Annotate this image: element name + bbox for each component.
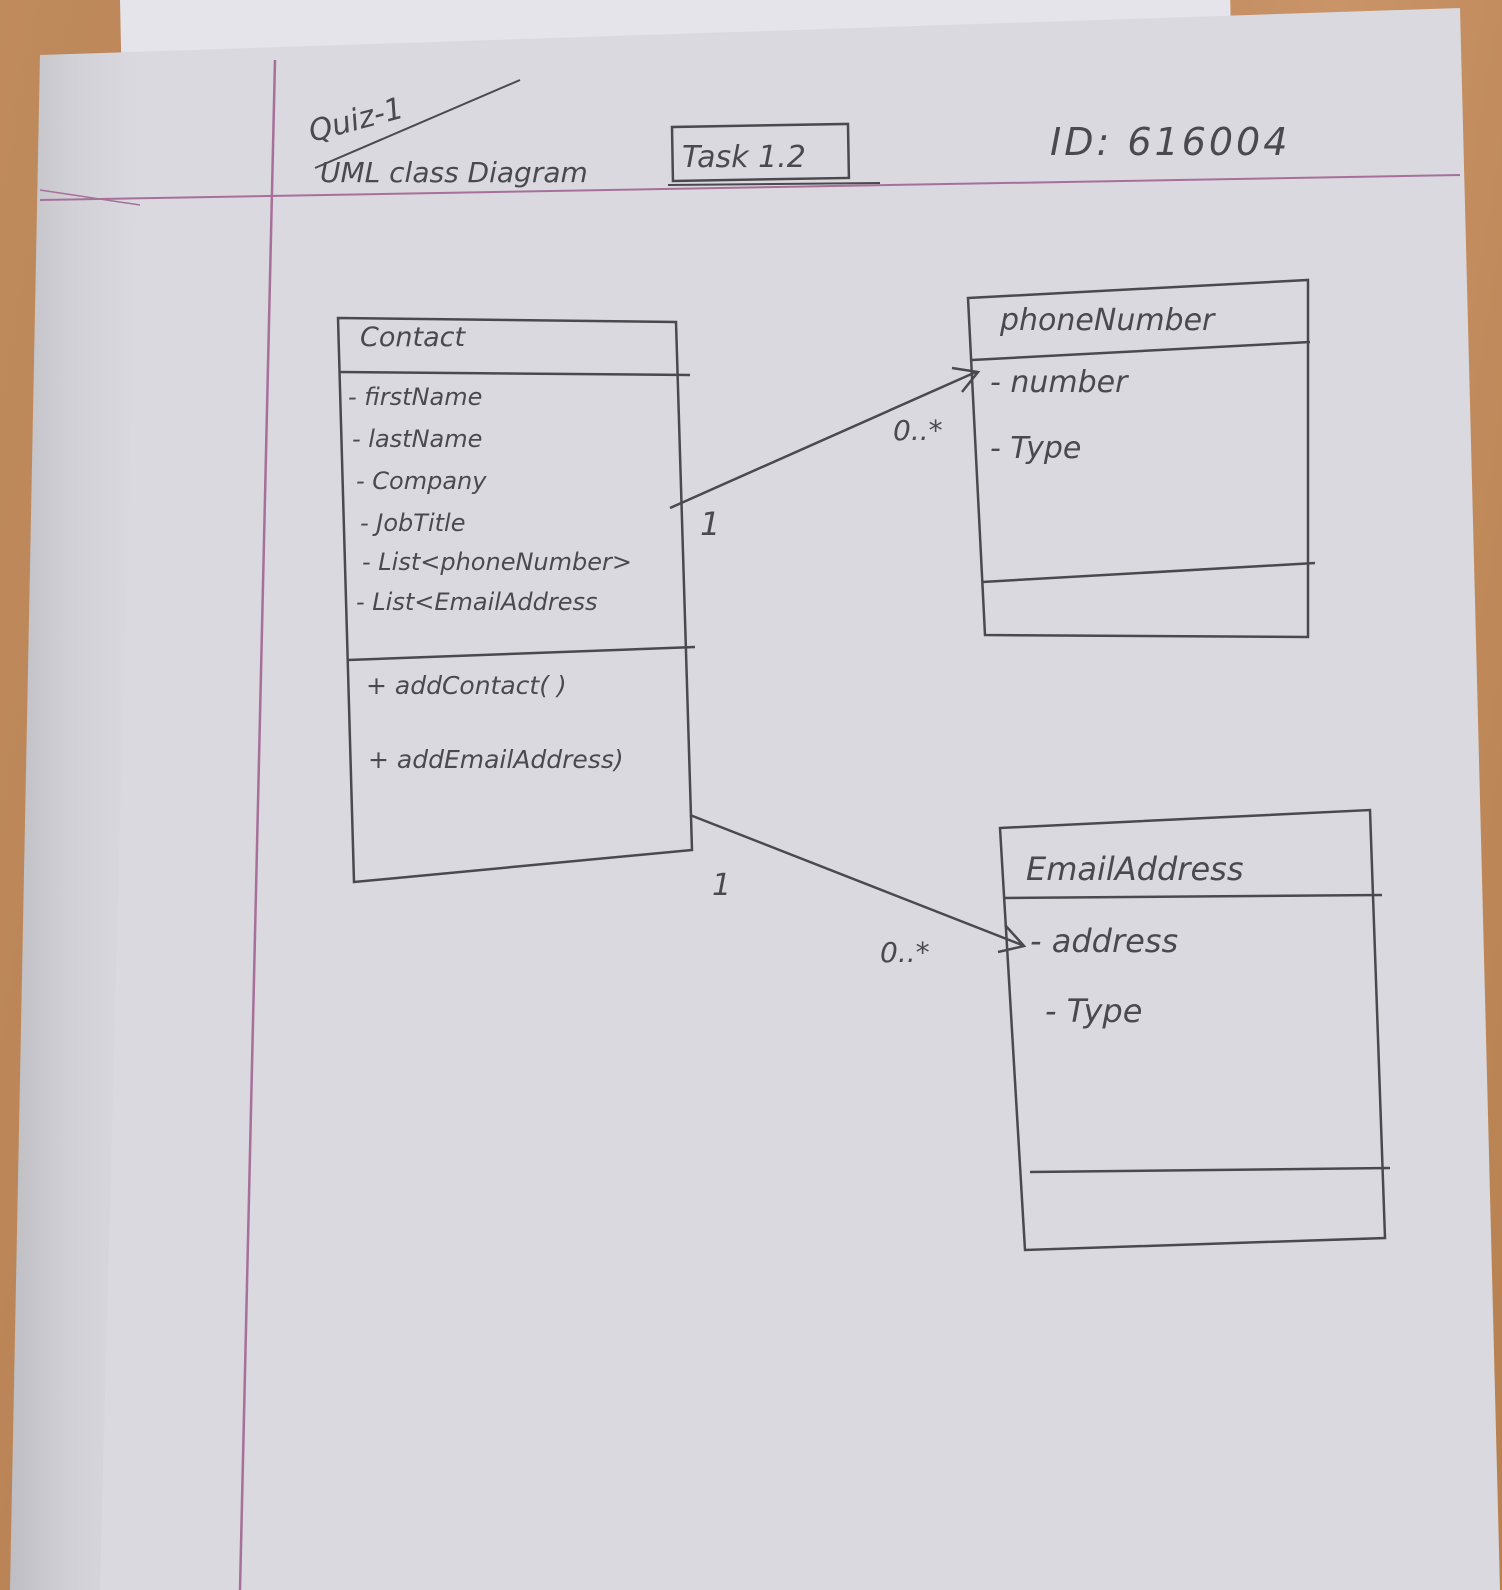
association-line: [689, 813, 1023, 947]
contact-attribute: - firstName: [348, 383, 482, 411]
task-box: [670, 122, 851, 183]
emailaddress-box: [998, 808, 1387, 1252]
emailaddress-attr-divider: [1029, 1166, 1391, 1174]
multiplicity-phonenumber-side: 0..*: [893, 414, 943, 447]
emailaddress-attribute: - address: [1030, 922, 1178, 960]
association-contact-phonenumber: [669, 366, 981, 510]
phonenumber-class-name: phoneNumber: [999, 303, 1216, 338]
emailaddress-name-divider: [1002, 893, 1383, 900]
quiz-label: Quiz-1: [305, 91, 407, 150]
student-id: ID: 616004: [1050, 120, 1290, 164]
contact-attribute: - lastName: [352, 425, 482, 453]
association-arrowhead: [951, 366, 981, 393]
class-phonenumber: [966, 278, 1316, 639]
contact-attribute: - JobTitle: [360, 509, 465, 537]
page-header-line: [39, 174, 1461, 201]
association-arrowhead: [997, 924, 1027, 954]
multiplicity-contact-side: 1: [700, 505, 720, 543]
contact-method: + addEmailAddress): [368, 745, 624, 774]
phonenumber-attribute: - number: [990, 365, 1129, 400]
association-line: [669, 370, 977, 510]
quiz-strike-line: [314, 79, 521, 169]
task-label: Task 1.2: [682, 140, 806, 175]
multiplicity-emailaddress-side: 0..*: [880, 936, 930, 969]
contact-methods: + addContact( ) + addEmailAddress): [366, 671, 624, 774]
contact-class-name: Contact: [360, 322, 466, 353]
contact-name-divider: [338, 370, 691, 377]
emailaddress-class-name: EmailAddress: [1026, 850, 1243, 888]
contact-attributes: - firstName - lastName - Company - JobTi…: [348, 383, 632, 616]
phonenumber-attributes: - number - Type: [990, 365, 1129, 466]
class-emailaddress: [998, 808, 1391, 1252]
page-margin-line: [238, 59, 277, 1590]
contact-attribute: - List<EmailAddress: [356, 588, 597, 616]
contact-attribute: - List<phoneNumber>: [362, 548, 632, 576]
phonenumber-box: [966, 278, 1310, 639]
contact-box: [336, 316, 694, 884]
emailaddress-attributes: - address - Type: [1030, 922, 1178, 1030]
emailaddress-attribute: - Type: [1045, 992, 1142, 1030]
page-header-line-left: [39, 189, 141, 206]
contact-attribute: - Company: [356, 467, 487, 495]
contact-method: + addContact( ): [366, 671, 567, 700]
phonenumber-name-divider: [971, 340, 1311, 362]
phonenumber-attribute: - Type: [990, 431, 1081, 466]
diagram-subtitle: UML class Diagram: [320, 156, 588, 189]
association-contact-emailaddress: [689, 813, 1027, 954]
task-underline: [667, 182, 881, 186]
phonenumber-attr-divider: [981, 561, 1316, 584]
multiplicity-contact-side: 1: [712, 868, 731, 903]
class-contact: [336, 316, 696, 884]
contact-attr-divider: [347, 645, 696, 662]
